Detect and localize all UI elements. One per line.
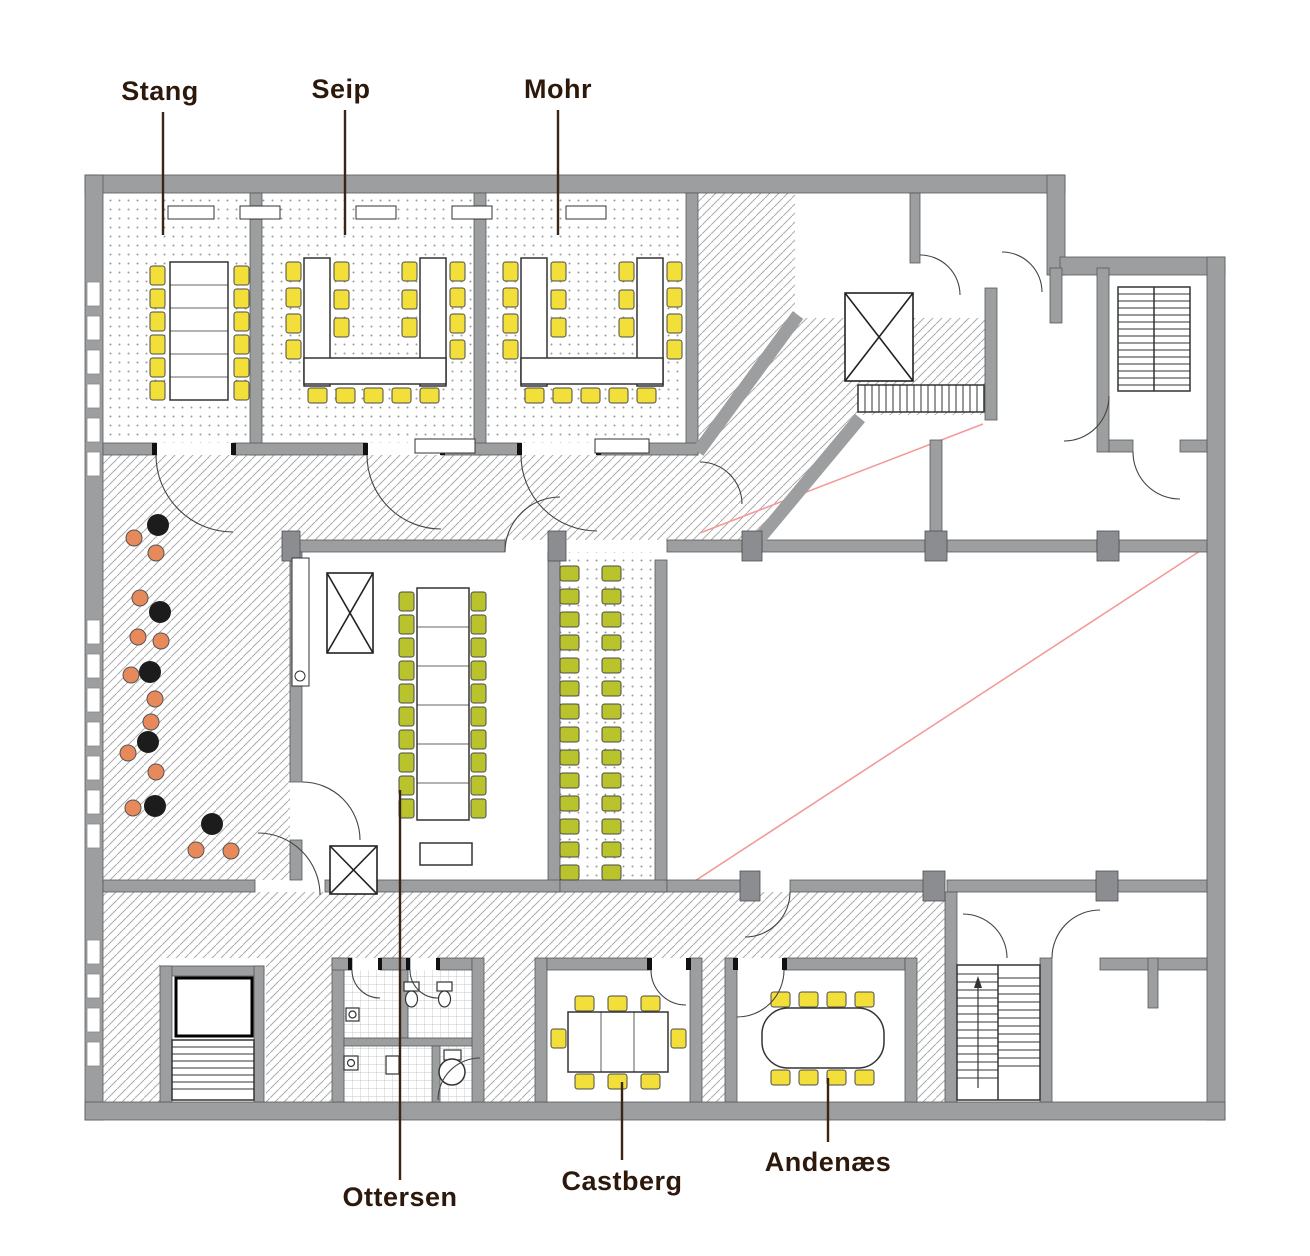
wall-central-right (547, 551, 561, 893)
elevator-shaft-lobby (844, 292, 914, 382)
urinal-icon (385, 1055, 400, 1075)
upper-corridor-floor (103, 318, 985, 540)
lounge-chairs (119, 529, 240, 860)
wall-castberg-left (534, 957, 548, 1103)
red-guide-line (677, 548, 1204, 893)
door-castberg (650, 969, 687, 1006)
wall-stair-br-left (944, 891, 958, 1103)
elevator-shafts (326, 292, 914, 895)
walls (84, 174, 1226, 1121)
wall-pillars (281, 530, 1120, 902)
door-stair-tr (1063, 395, 1110, 442)
left-wall-windows (86, 281, 101, 1067)
outer-wall-top-right (1059, 256, 1226, 276)
door-mohr (520, 454, 598, 532)
wall-mohr-right (685, 192, 699, 456)
room-label-ottersen: Ottersen (342, 1182, 458, 1212)
door-wc-accessible (437, 1057, 481, 1101)
mohr-table (520, 257, 664, 387)
floor-textures (103, 193, 985, 1102)
room-label-andenaes: Andenæs (764, 1147, 892, 1177)
door-diagonal-corridor (699, 461, 743, 505)
stairs-lobby (857, 384, 985, 413)
ottersen-table (416, 587, 470, 821)
door-arcs (155, 251, 1181, 1101)
diagonal-shaft-floor (698, 193, 795, 455)
door-wc-1 (351, 969, 381, 999)
room-label-mohr: Mohr (524, 74, 592, 104)
wall-stair-br-right (1039, 957, 1053, 1103)
toilet-icon (403, 981, 420, 1008)
duct-shaft-central-top (326, 572, 374, 654)
wall-seip-mohr (473, 192, 487, 456)
seip-table (303, 257, 447, 387)
tables (167, 205, 885, 1073)
accessible-toilet-icon (438, 1049, 466, 1086)
room-label-castberg: Castberg (561, 1166, 683, 1196)
room-label-seip: Seip (311, 74, 371, 104)
side-table (419, 842, 473, 866)
sink-icon (343, 1055, 359, 1071)
outer-wall-bottom (84, 1101, 1226, 1121)
outer-wall-right (1206, 256, 1226, 1121)
door-central-left (301, 781, 361, 841)
wall-restroom-right (471, 957, 485, 1103)
door-tr-1 (919, 254, 961, 296)
door-andenaes (736, 969, 785, 1018)
wall-stang-seip (249, 192, 263, 456)
stang-table (169, 261, 229, 401)
outer-wall-top (84, 174, 1066, 194)
andenaes-table (761, 1007, 885, 1069)
room-label-stang: Stang (121, 76, 199, 106)
duct-shaft-central-bottom (329, 845, 378, 895)
stairs-top-right (1117, 286, 1191, 392)
door-stair-br (962, 913, 1008, 959)
castberg-table (567, 1011, 669, 1073)
diagonal-walls (692, 311, 865, 543)
label-leader-lines (161, 110, 830, 1180)
lounge-furniture (119, 514, 240, 860)
lounge-tables (137, 514, 223, 835)
door-hall-south (744, 891, 791, 938)
machine-room (174, 976, 254, 1038)
door-room-br (1051, 909, 1101, 959)
toilet-icon (436, 981, 453, 1008)
door-lounge-south (257, 832, 321, 896)
wall-andenaes-right (904, 957, 918, 1103)
kitchenette (291, 557, 310, 687)
wall-waiting-right (654, 559, 668, 893)
sink-icon (345, 1007, 360, 1022)
wall-central-top (289, 539, 506, 553)
wall-restroom-left (331, 957, 345, 1103)
wall-castberg-right (689, 957, 703, 1103)
door-stang (155, 454, 234, 533)
stairs-bottom-right (956, 964, 1041, 1101)
door-central-top (504, 496, 561, 553)
lounge-floor (103, 540, 290, 880)
door-tr-2 (1001, 251, 1043, 293)
bottom-corridor-floor (103, 892, 945, 958)
door-wc-2 (409, 969, 439, 999)
sink-icon (294, 670, 306, 682)
stairs-bottom-left (171, 976, 255, 1101)
restroom-fixtures (343, 981, 466, 1086)
wall-boards (167, 205, 650, 454)
door-seip (366, 454, 442, 530)
door-room-tr (1132, 451, 1181, 500)
wall-andenaes-left (724, 957, 738, 1103)
